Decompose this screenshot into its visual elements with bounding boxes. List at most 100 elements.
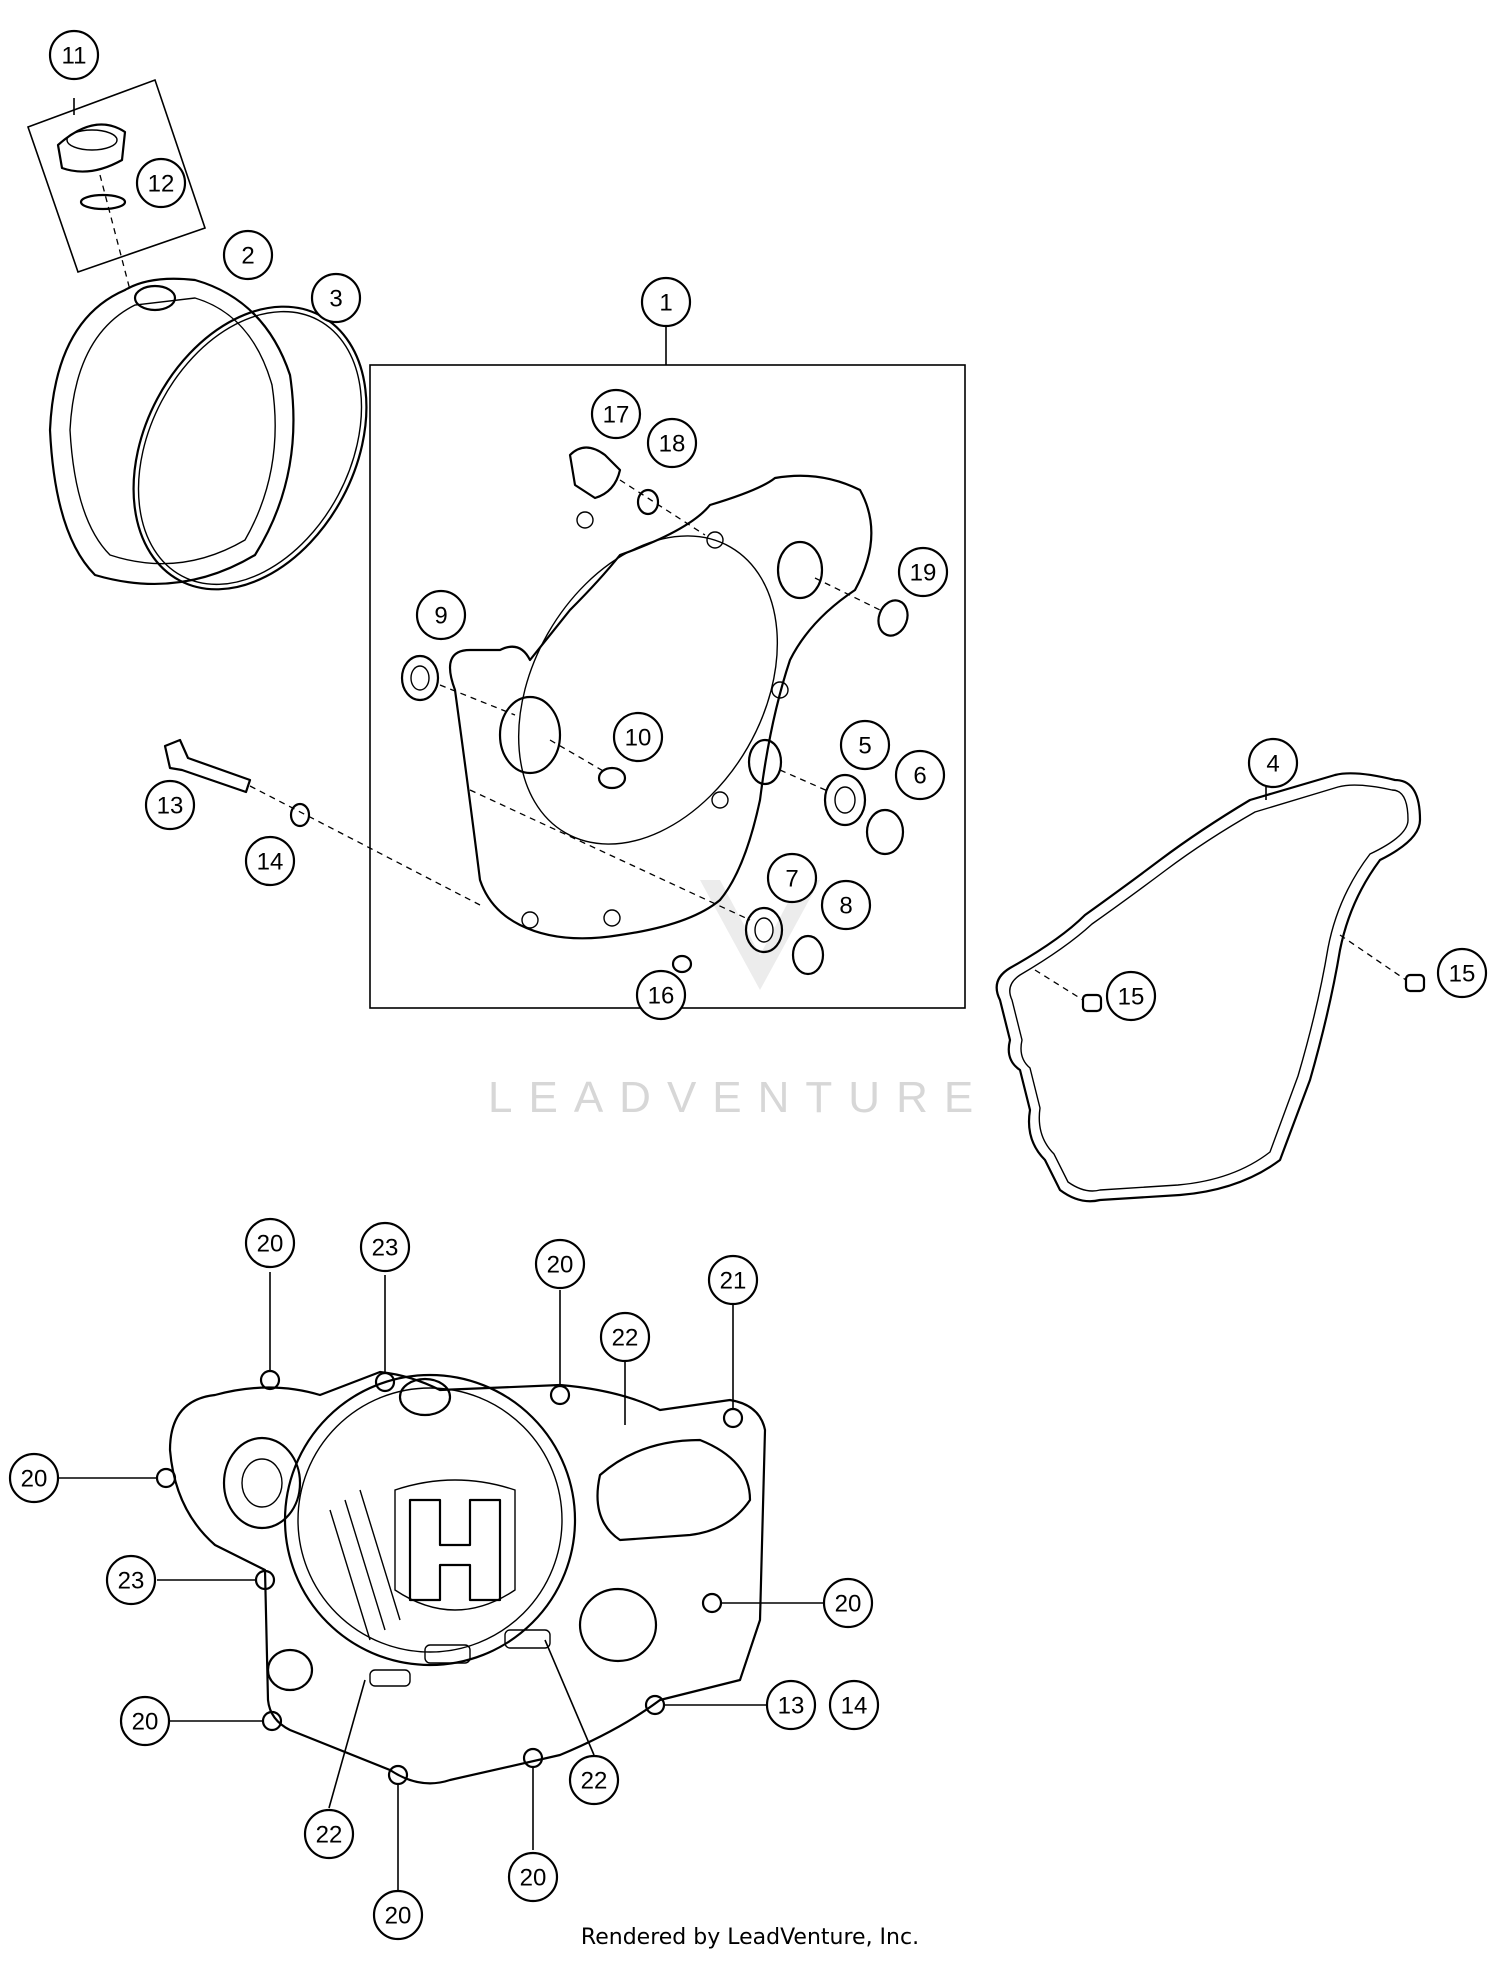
callout-circle <box>1436 947 1488 999</box>
callout-label: 14 <box>841 1693 868 1720</box>
callout-13a: 13 <box>144 779 196 831</box>
callout-label: 8 <box>839 893 852 920</box>
bearing-5 <box>823 773 867 827</box>
callout-label: 3 <box>329 286 342 313</box>
callout-22b: 22 <box>303 1808 355 1860</box>
callout-circle <box>828 1679 880 1731</box>
circlip-6 <box>865 808 905 856</box>
bearing-5-dashline <box>779 769 831 793</box>
bearing-bore <box>747 738 783 786</box>
callout-label: 17 <box>603 402 630 429</box>
callout-label: 1 <box>659 290 672 317</box>
callout-circle <box>144 779 196 831</box>
callout-15b: 15 <box>1436 947 1488 999</box>
callout-label: 22 <box>581 1768 608 1795</box>
callout-21: 21 <box>707 1254 759 1306</box>
callout-label: 22 <box>316 1822 343 1849</box>
callout-20a: 20 <box>244 1217 296 1269</box>
lower-leaders <box>58 98 1267 1890</box>
callout-label: 2 <box>241 243 254 270</box>
bolt-head-20e <box>261 1710 283 1732</box>
callout-label: 10 <box>625 725 652 752</box>
circlip-8 <box>791 934 825 976</box>
water-pump-bore <box>776 540 824 600</box>
callout-label: 6 <box>913 763 926 790</box>
callout-4: 4 <box>1247 737 1299 789</box>
callout-12: 12 <box>135 157 187 209</box>
seal-9-dashline <box>439 684 516 716</box>
callout-circle <box>222 229 274 281</box>
bolt-head-20c <box>155 1467 177 1489</box>
callout-6: 6 <box>894 749 946 801</box>
cover-boss-3 <box>771 681 789 699</box>
callout-circle <box>766 852 818 904</box>
callout-circle <box>310 272 362 324</box>
cover-gasket-inner-edge <box>1009 784 1409 1192</box>
callout-circle <box>48 29 100 81</box>
callout-circle <box>568 1754 620 1806</box>
kickstart-bore <box>498 695 562 775</box>
callout-circle <box>822 1577 874 1629</box>
callout-20c: 20 <box>8 1452 60 1504</box>
washer-14 <box>289 802 311 828</box>
outer-clutch-cover-group <box>48 277 368 591</box>
callout-label: 20 <box>385 1903 412 1930</box>
callout-circle <box>707 1254 759 1306</box>
callout-label: 5 <box>858 733 871 760</box>
callout-circle <box>640 276 692 328</box>
cover-boss-5 <box>521 911 539 929</box>
callout-label: 18 <box>659 431 686 458</box>
leader-22c <box>544 1639 595 1756</box>
callout-label: 22 <box>612 1325 639 1352</box>
cover-gasket <box>995 772 1422 1203</box>
shaft-seal-7 <box>744 906 784 954</box>
cover-rib-lines <box>329 1489 401 1641</box>
cover-boss-6 <box>603 909 621 927</box>
assembled-cover-left-boss <box>222 1436 302 1530</box>
assembled-cover-clutch-dome <box>283 1373 577 1667</box>
callout-13b: 13 <box>765 1679 817 1731</box>
circlip-19 <box>877 599 909 637</box>
bolt-head-20a <box>259 1369 281 1391</box>
shaft-seal-7-inner <box>754 917 774 943</box>
callout-label: 20 <box>21 1466 48 1493</box>
callout-circle <box>119 1695 171 1747</box>
footer-credit: Rendered by LeadVenture, Inc. <box>580 1925 920 1950</box>
inner-cover-small-parts <box>400 446 909 976</box>
filler-cap-oring <box>79 193 127 211</box>
callout-circle <box>765 1679 817 1731</box>
leader-22b <box>328 1679 366 1809</box>
callout-circle <box>646 417 698 469</box>
assembled-cover-kickstart-boss <box>578 1587 658 1663</box>
callout-label: 4 <box>1266 751 1279 778</box>
callout-label: 15 <box>1449 961 1476 988</box>
callout-7: 7 <box>766 852 818 904</box>
assembled-cover-bolts <box>155 1369 744 1786</box>
outer-clutch-cover <box>48 277 295 586</box>
callout-label: 15 <box>1118 984 1145 1011</box>
cover-slot-2 <box>504 1629 551 1649</box>
inner-cover-clutch-opening <box>517 535 779 845</box>
callout-label: 13 <box>778 1693 805 1720</box>
plug-oring <box>636 488 660 516</box>
filler-cap <box>56 123 127 173</box>
dowel-15-left <box>1081 993 1103 1013</box>
filler-cap-dashline <box>99 174 131 291</box>
cover-gasket-group <box>995 772 1426 1203</box>
bolt-head-20f <box>387 1764 409 1786</box>
cover-slot-3 <box>369 1669 411 1687</box>
shaft-seal-9-inner <box>410 665 430 691</box>
clutch-cover-gasket-ring-inner <box>137 310 363 586</box>
oil-filler-cap-group <box>26 78 207 291</box>
cover-boss-4 <box>711 791 729 809</box>
inner-clutch-cover <box>448 474 873 940</box>
callout-16: 16 <box>635 969 687 1021</box>
callout-label: 21 <box>720 1268 747 1295</box>
assembled-clutch-cover <box>168 1370 767 1785</box>
bolt-head-23b <box>254 1569 276 1591</box>
callout-circle <box>359 1221 411 1273</box>
callout-20e: 20 <box>119 1695 171 1747</box>
callout-circle <box>244 1217 296 1269</box>
watermark: LEADVENTURE <box>488 880 973 1122</box>
callout-circle <box>599 1311 651 1363</box>
